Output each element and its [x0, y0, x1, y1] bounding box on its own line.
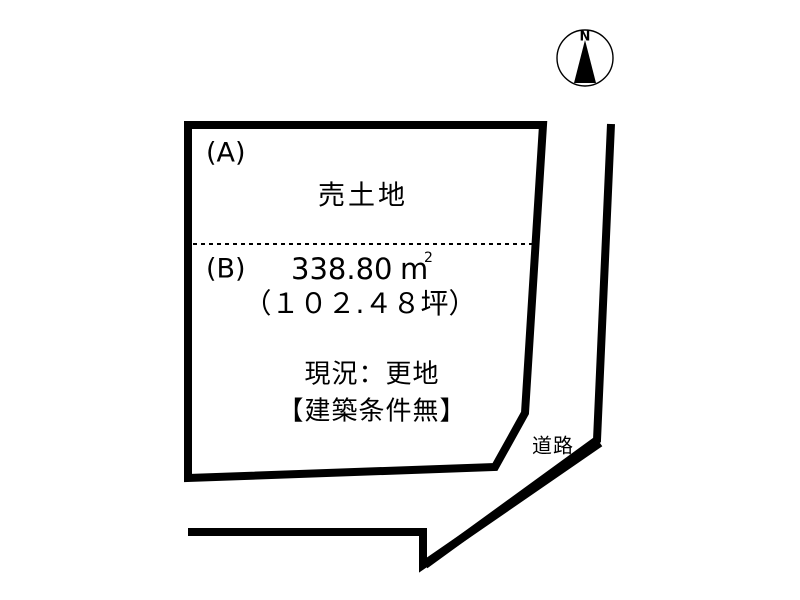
parcel-sale-label: 売土地 — [318, 181, 408, 212]
compass-rose: N — [556, 29, 614, 87]
parcel-boundary-outline — [184, 121, 548, 483]
road-outer-edge-bottom — [188, 439, 603, 573]
compass-north-label: N — [580, 30, 591, 45]
parcel-area-sqm-unit: m — [400, 252, 428, 286]
parcel-section-a-label: (A) — [206, 138, 246, 169]
compass-north-needle-icon — [574, 40, 596, 83]
road-label: 道路 — [532, 434, 574, 458]
parcel-area-tsubo: （１０２.４８坪） — [244, 287, 477, 320]
parcel-status-line: 現況：更地 — [304, 360, 439, 390]
parcel-area-sqm-value: 338.80 — [291, 252, 392, 286]
parcel-condition-line: 【建築条件無】 — [277, 397, 466, 427]
parcel-area-sqm-superscript: 2 — [424, 250, 433, 266]
parcel-area-sqm: 338.80 m 2 — [291, 250, 433, 286]
parcel-section-b-label: (B) — [206, 254, 246, 285]
